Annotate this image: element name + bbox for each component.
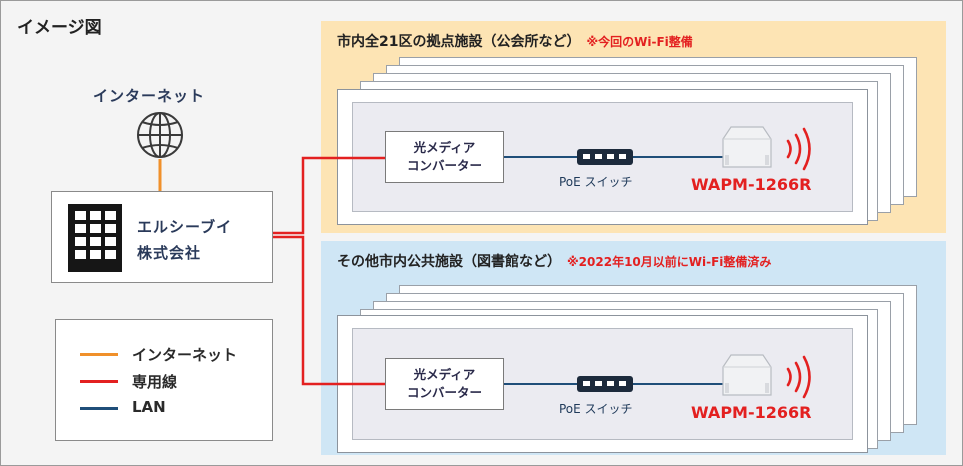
company-name-line1: エルシーブイ bbox=[137, 218, 233, 236]
legend-label: インターネット bbox=[132, 346, 238, 364]
poe-switch-label: PoE スイッチ bbox=[559, 175, 633, 189]
zone-title-text: その他市内公共施設（図書館など） bbox=[337, 254, 561, 270]
media-converter-line1: 光メディア bbox=[413, 367, 476, 382]
diagram-title: イメージ図 bbox=[17, 18, 102, 38]
signal-icon bbox=[786, 355, 811, 399]
poe-switch-icon bbox=[577, 376, 633, 392]
media-converter-line2: コンバーター bbox=[406, 158, 482, 173]
building-icon bbox=[68, 204, 122, 272]
company-name-line2: 株式会社 bbox=[137, 244, 202, 262]
zone-note: ※2022年10月以前にWi-Fi整備済み bbox=[567, 255, 772, 269]
legend-swatch bbox=[80, 353, 118, 356]
poe-switch-icon bbox=[577, 149, 633, 165]
leased-line-bottom bbox=[273, 235, 385, 386]
legend-swatch bbox=[80, 380, 118, 383]
globe-icon bbox=[137, 112, 183, 158]
internet-label: インターネット bbox=[93, 87, 206, 105]
access-point-label: WAPM-1266R bbox=[691, 403, 812, 422]
legend-label: 専用線 bbox=[132, 373, 178, 391]
signal-icon bbox=[786, 127, 811, 171]
media-converter-line2: コンバーター bbox=[406, 385, 482, 400]
legend-label: LAN bbox=[132, 398, 166, 416]
legend: インターネット 専用線 LAN bbox=[55, 319, 273, 441]
media-converter: 光メディア コンバーター bbox=[385, 358, 504, 410]
zone-note: ※今回のWi-Fi整備 bbox=[586, 35, 693, 49]
zone-title: その他市内公共施設（図書館など） ※2022年10月以前にWi-Fi整備済み bbox=[337, 251, 771, 271]
zone-title-text: 市内全21区の拠点施設（公会所など） bbox=[337, 34, 581, 50]
legend-swatch bbox=[80, 407, 118, 410]
leased-line-top bbox=[273, 156, 385, 235]
zone-title: 市内全21区の拠点施設（公会所など） ※今回のWi-Fi整備 bbox=[337, 31, 693, 51]
poe-switch-label: PoE スイッチ bbox=[559, 402, 633, 416]
media-converter-line1: 光メディア bbox=[413, 140, 476, 155]
access-point-label: WAPM-1266R bbox=[691, 175, 812, 194]
access-point-icon bbox=[722, 126, 772, 168]
media-converter: 光メディア コンバーター bbox=[385, 131, 504, 183]
access-point-icon bbox=[722, 354, 772, 396]
